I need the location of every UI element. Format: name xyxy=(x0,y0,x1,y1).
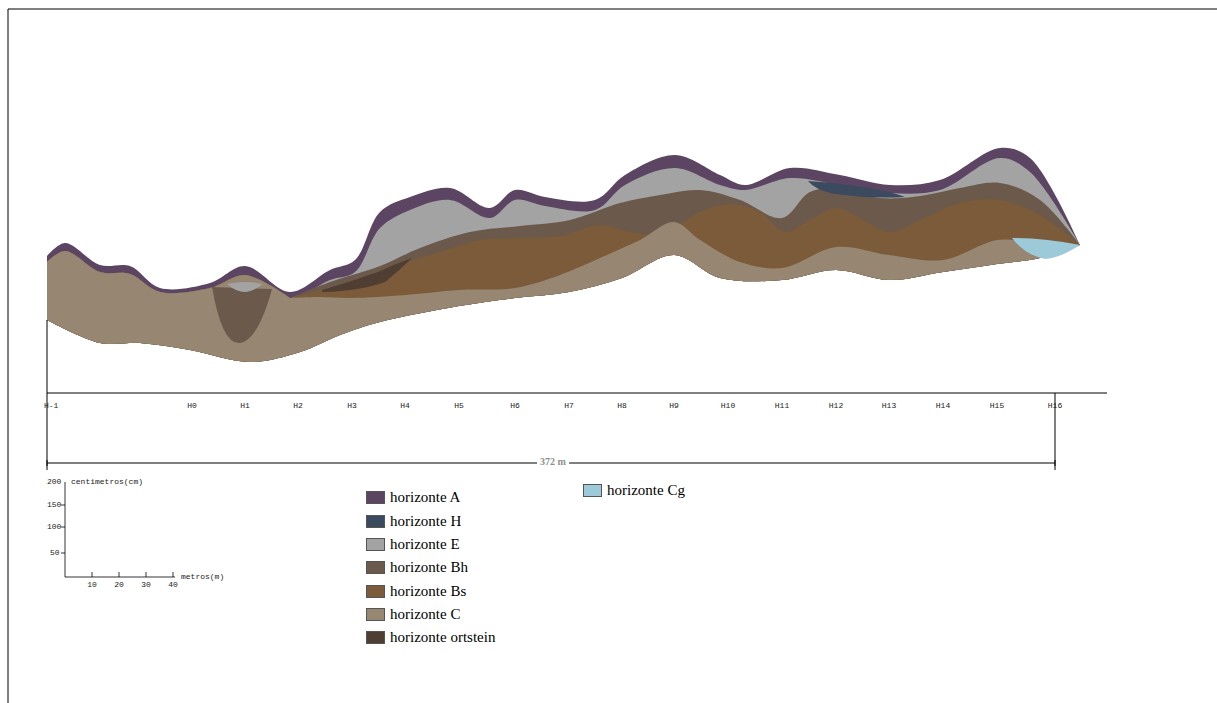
station-label: H-1 xyxy=(44,401,58,410)
legend-text: horizonte C xyxy=(390,606,460,623)
station-label: H5 xyxy=(454,401,464,410)
station-label: H13 xyxy=(882,401,896,410)
station-label: H11 xyxy=(775,401,789,410)
horizon-e-layer xyxy=(47,158,1080,362)
scale-value: 20 xyxy=(114,580,124,589)
legend-item: horizonte A xyxy=(366,489,460,506)
horizon-bs-layer xyxy=(47,199,1080,362)
scale-value: 100 xyxy=(47,522,61,531)
scale-value: 50 xyxy=(50,548,60,557)
legend-swatch xyxy=(366,561,385,574)
legend-swatch xyxy=(366,631,385,644)
bh-tongue xyxy=(212,287,272,343)
station-label: H11 xyxy=(775,401,789,410)
horizon-h-lens xyxy=(808,181,905,198)
station-label: H3 xyxy=(347,401,357,410)
legend-text: horizonte Cg xyxy=(607,482,685,499)
scale-value: 200 xyxy=(47,477,61,486)
scale-value: 100 xyxy=(47,522,61,531)
scale-value: 40 xyxy=(168,580,178,589)
scale-value: 10 xyxy=(87,580,97,589)
legend-item: horizonte ortstein xyxy=(366,629,495,646)
station-label: H13 xyxy=(882,401,896,410)
station-label: H12 xyxy=(829,401,843,410)
station-label: H8 xyxy=(617,401,627,410)
scale-bar xyxy=(61,482,175,577)
station-label: H2 xyxy=(293,401,303,410)
legend-item: horizonte Cg xyxy=(583,482,685,499)
station-label: H8 xyxy=(617,401,627,410)
station-label: H4 xyxy=(400,401,410,410)
legend-text: horizonte ortstein xyxy=(390,629,495,646)
legend-text: horizonte Bs xyxy=(390,583,466,600)
ortstein-lens xyxy=(322,258,412,292)
legend-item: horizonte Bh xyxy=(366,559,468,576)
station-label: H0 xyxy=(187,401,197,410)
station-label: H12 xyxy=(829,401,843,410)
legend-text: horizonte Bh xyxy=(390,559,468,576)
axes xyxy=(47,320,1107,577)
horizon-cg-lens xyxy=(1012,238,1080,259)
station-label: H6 xyxy=(510,401,520,410)
station-label: H1 xyxy=(240,401,250,410)
dimension-label: 372 m xyxy=(540,456,566,467)
legend-item: horizonte C xyxy=(366,606,460,623)
station-label: H16 xyxy=(1048,401,1062,410)
station-label: H14 xyxy=(936,401,950,410)
legend-swatch xyxy=(583,484,602,497)
station-label: H3 xyxy=(347,401,357,410)
station-label: H10 xyxy=(721,401,735,410)
horizon-c-layer xyxy=(47,222,1080,362)
legend-swatch xyxy=(366,585,385,598)
scale-unit: metros(m) xyxy=(181,572,224,581)
station-label: H7 xyxy=(564,401,574,410)
scale-value: 150 xyxy=(47,500,61,509)
legend-item: horizonte H xyxy=(366,513,461,530)
station-label: H15 xyxy=(990,401,1004,410)
legend-text: horizonte A xyxy=(390,489,460,506)
scale-value: 10 xyxy=(87,580,97,589)
station-label: H-1 xyxy=(44,401,58,410)
horizon-bh-layer xyxy=(47,183,1080,362)
station-label: H14 xyxy=(936,401,950,410)
station-label: H6 xyxy=(510,401,520,410)
station-label: H15 xyxy=(990,401,1004,410)
legend-swatch xyxy=(366,608,385,621)
scale-value: 30 xyxy=(141,580,151,589)
station-label: H7 xyxy=(564,401,574,410)
scale-unit: metros(m) xyxy=(181,572,224,581)
scale-value: 30 xyxy=(141,580,151,589)
e-lens xyxy=(227,282,263,292)
legend-text: horizonte E xyxy=(390,536,460,553)
scale-value: 50 xyxy=(50,548,60,557)
baseline-and-dimension xyxy=(47,320,1107,470)
legend-text: horizonte H xyxy=(390,513,461,530)
legend-swatch xyxy=(366,538,385,551)
legend-swatch xyxy=(366,491,385,504)
station-label: H9 xyxy=(669,401,679,410)
station-label: H4 xyxy=(400,401,410,410)
legend-item: horizonte E xyxy=(366,536,460,553)
scale-unit: centimetros(cm) xyxy=(71,477,143,486)
station-label: H2 xyxy=(293,401,303,410)
station-label: H5 xyxy=(454,401,464,410)
scale-value: 40 xyxy=(168,580,178,589)
scale-value: 150 xyxy=(47,500,61,509)
legend-item: horizonte Bs xyxy=(366,583,466,600)
horizon-a-layer xyxy=(47,148,1080,362)
station-label: H10 xyxy=(721,401,735,410)
frame xyxy=(8,9,1217,703)
legend-swatch xyxy=(366,515,385,528)
scale-unit: centimetros(cm) xyxy=(71,477,143,486)
scale-value: 200 xyxy=(47,477,61,486)
dimension-label: 372 m xyxy=(537,456,569,467)
station-label: H0 xyxy=(187,401,197,410)
station-label: H16 xyxy=(1048,401,1062,410)
scale-value: 20 xyxy=(114,580,124,589)
station-label: H1 xyxy=(240,401,250,410)
station-label: H9 xyxy=(669,401,679,410)
